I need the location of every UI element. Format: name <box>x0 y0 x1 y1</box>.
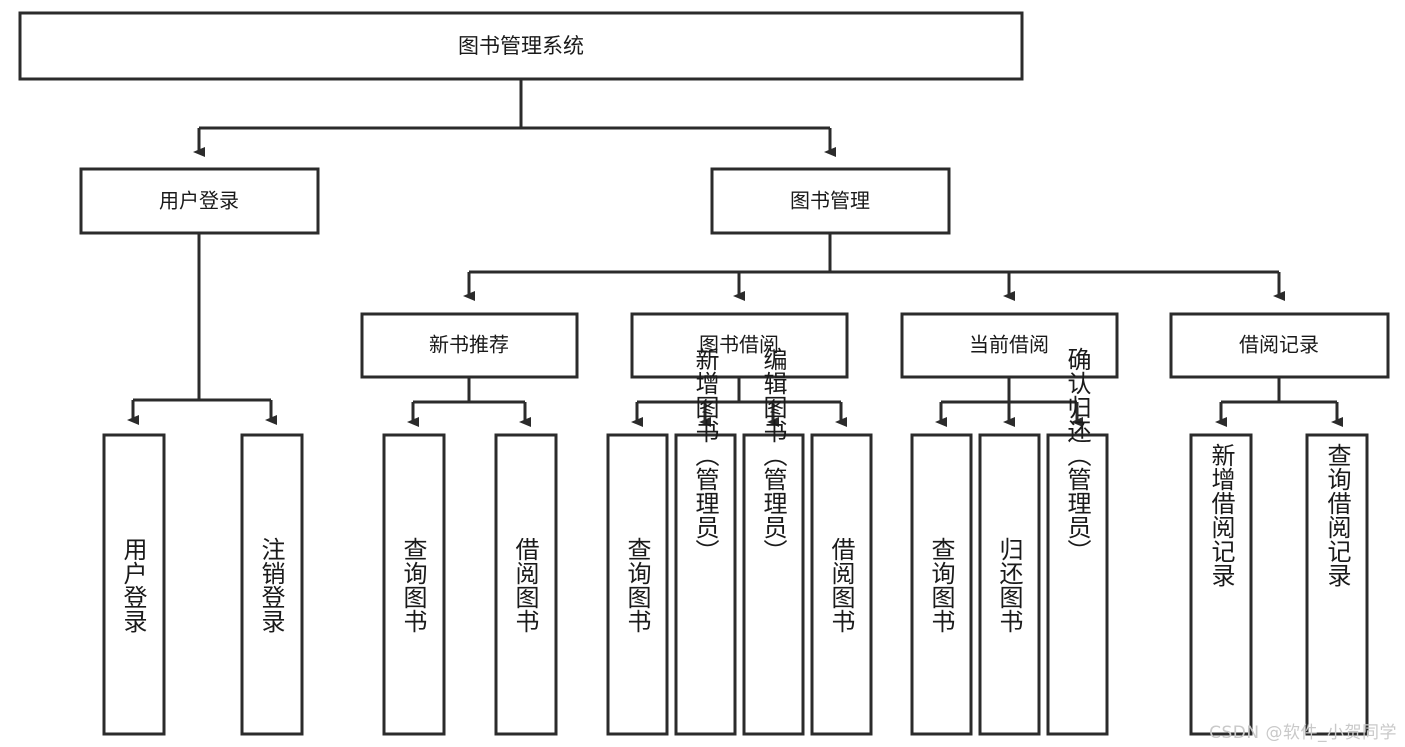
leaf-book-borrow-2[interactable]: 新增图书（管理员） <box>674 347 737 736</box>
node-current-borrow-label: 当前借阅 <box>969 333 1049 357</box>
leaf-new-book-1-label: 查询图书 <box>399 537 427 633</box>
connector-newbook-to-leaves <box>407 377 531 427</box>
node-user-login[interactable]: 用户登录 <box>79 167 320 235</box>
leaf-book-borrow-2-label: 新增图书（管理员） <box>691 347 719 563</box>
leaf-borrow-record-2-label: 查询借阅记录 <box>1323 443 1351 587</box>
node-book-borrow[interactable]: 图书借阅 <box>630 312 849 379</box>
connector-userlogin-to-leaves <box>127 233 277 425</box>
node-current-borrow[interactable]: 当前借阅 <box>900 312 1119 379</box>
leaf-borrow-record-1[interactable]: 新增借阅记录 <box>1189 433 1253 736</box>
leaf-borrow-record-1-label: 新增借阅记录 <box>1207 443 1235 587</box>
leaf-new-book-2-label: 借阅图书 <box>511 537 539 633</box>
connector-currentborrow-to-leaves <box>935 377 1083 427</box>
leaf-book-borrow-4[interactable]: 借阅图书 <box>810 433 873 736</box>
node-root[interactable]: 图书管理系统 <box>18 11 1024 81</box>
leaf-book-borrow-3[interactable]: 编辑图书（管理员） <box>742 347 805 736</box>
leaf-new-book-2[interactable]: 借阅图书 <box>494 433 558 736</box>
node-book-management[interactable]: 图书管理 <box>710 167 951 235</box>
leaf-current-borrow-2-label: 归还图书 <box>995 537 1023 633</box>
connector-bookmgmt-to-level3 <box>463 233 1285 301</box>
leaf-book-borrow-4-label: 借阅图书 <box>827 537 855 633</box>
leaf-book-borrow-1[interactable]: 查询图书 <box>606 433 669 736</box>
node-borrow-record-label: 借阅记录 <box>1239 333 1319 357</box>
leaf-user-login-2-label: 注销登录 <box>257 537 285 633</box>
node-new-book-recommend[interactable]: 新书推荐 <box>360 312 579 379</box>
leaf-book-borrow-1-label: 查询图书 <box>623 537 651 633</box>
leaf-current-borrow-3[interactable]: 确认归还（管理员） <box>1046 347 1109 736</box>
leaf-current-borrow-1[interactable]: 查询图书 <box>910 433 973 736</box>
node-book-borrow-label: 图书借阅 <box>699 333 779 357</box>
leaf-book-borrow-3-label: 编辑图书（管理员） <box>759 347 787 563</box>
node-borrow-record[interactable]: 借阅记录 <box>1169 312 1390 379</box>
leaf-user-login-1[interactable]: 用户登录 <box>102 433 166 736</box>
connector-borrowrecord-to-leaves <box>1215 377 1343 427</box>
leaf-new-book-1[interactable]: 查询图书 <box>382 433 446 736</box>
leaf-current-borrow-3-label: 确认归还（管理员） <box>1063 347 1091 563</box>
node-user-login-label: 用户登录 <box>159 189 239 213</box>
connector-bookborrow-to-leaves <box>631 377 847 427</box>
connector-root-to-level2 <box>193 80 836 157</box>
leaf-borrow-record-2[interactable]: 查询借阅记录 <box>1305 433 1369 736</box>
leaf-current-borrow-2[interactable]: 归还图书 <box>978 433 1041 736</box>
leaf-current-borrow-1-label: 查询图书 <box>927 537 955 633</box>
node-book-management-label: 图书管理 <box>790 189 870 213</box>
node-new-book-recommend-label: 新书推荐 <box>429 333 509 357</box>
node-root-label: 图书管理系统 <box>458 34 584 58</box>
leaf-user-login-1-label: 用户登录 <box>119 537 147 633</box>
leaf-user-login-2[interactable]: 注销登录 <box>240 433 304 736</box>
